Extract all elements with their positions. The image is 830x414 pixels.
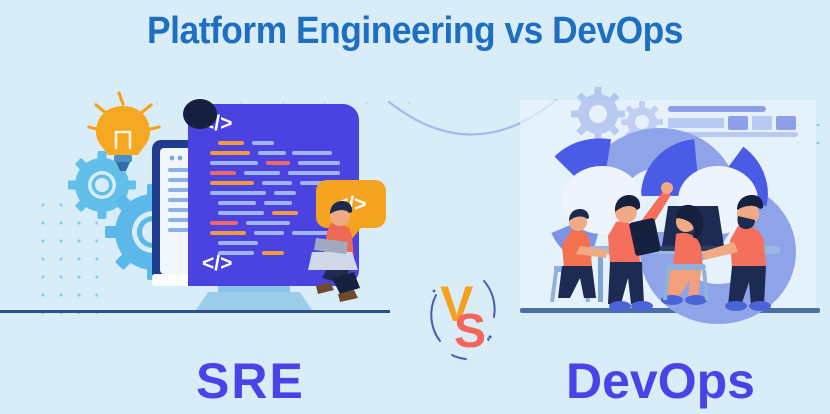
vs-badge: V S <box>430 276 496 360</box>
sre-illustration: </> </> <box>68 91 386 310</box>
ground-line-left <box>0 310 390 313</box>
sre-label: SRE <box>196 353 305 409</box>
ground-line-right <box>520 308 820 313</box>
team-member-4 <box>702 195 771 311</box>
code-lines <box>210 141 340 255</box>
dot-grid-left <box>34 196 98 314</box>
lightbulb-icon <box>87 91 161 171</box>
vs-ring-icon <box>430 280 496 360</box>
vs-badge-s: S <box>454 305 486 358</box>
page-title: Platform Engineering vs DevOps <box>147 10 683 52</box>
developer-with-laptop <box>308 201 360 302</box>
code-glyph-bottom: </> <box>202 252 232 275</box>
devops-label: DevOps <box>566 353 755 409</box>
team-member-2 <box>608 182 673 311</box>
team-member-3 <box>661 204 709 305</box>
vs-badge-v: V <box>440 276 474 332</box>
dashboard-bars <box>668 106 798 137</box>
devops-illustration <box>520 87 816 324</box>
team-member-1 <box>550 209 608 303</box>
